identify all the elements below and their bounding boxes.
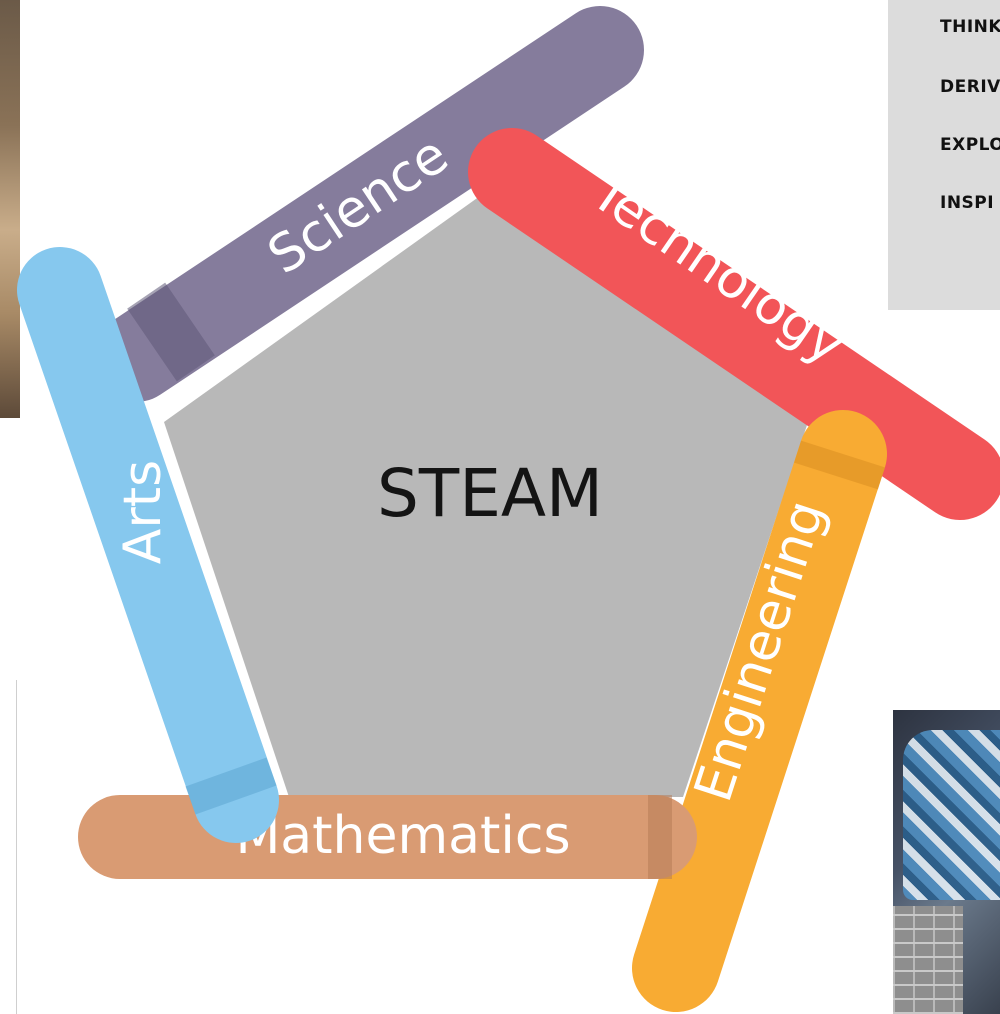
label-steam: STEAM	[377, 455, 603, 532]
arm-mathematics[interactable]: Mathematics	[78, 795, 697, 879]
label-arts: Arts	[113, 460, 173, 564]
side-panel: THINK DERIV EXPLO INSPI	[888, 0, 1000, 310]
label-mathematics: Mathematics	[235, 806, 570, 866]
photo-bottom-right	[893, 710, 1000, 1014]
panel-item-think[interactable]: THINK	[940, 17, 1000, 37]
panel-item-inspi[interactable]: INSPI	[940, 193, 995, 213]
arm-arts[interactable]: Arts	[17, 247, 279, 843]
brick-wall-image	[893, 906, 963, 1014]
striped-shirt-image	[903, 730, 1000, 900]
panel-item-deriv[interactable]: DERIV	[940, 77, 1000, 97]
photo-bottom-left	[0, 680, 17, 1014]
photo-top-left	[0, 0, 20, 418]
steam-pentagon	[164, 191, 808, 797]
panel-item-explo[interactable]: EXPLO	[940, 135, 1000, 155]
